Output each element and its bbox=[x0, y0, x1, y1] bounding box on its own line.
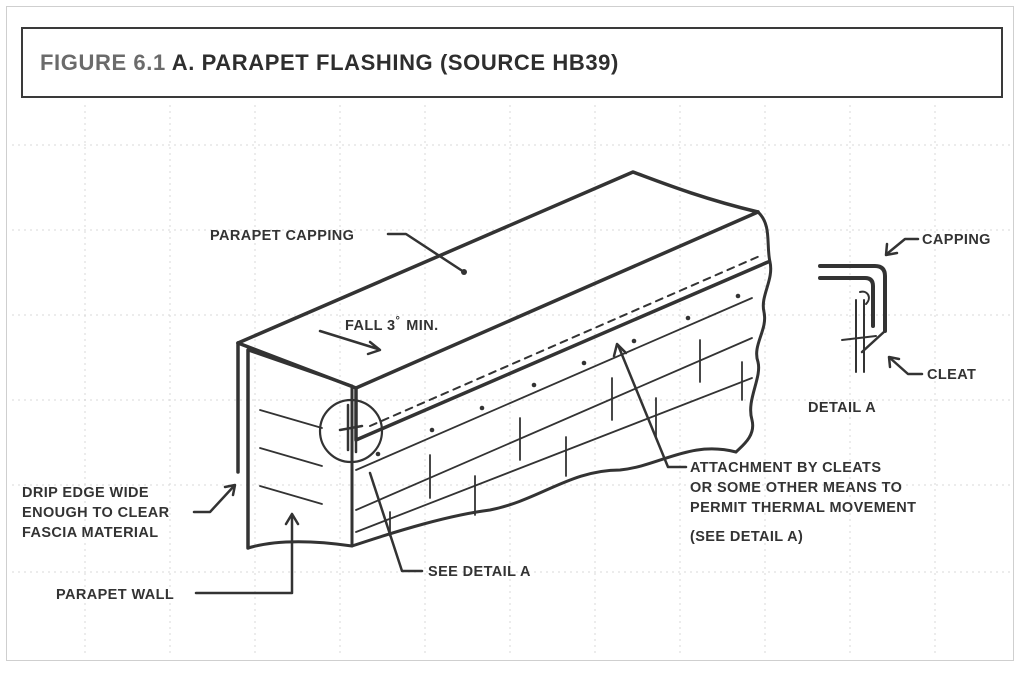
leader-drip-edge bbox=[192, 484, 236, 514]
label-parapet-wall: PARAPET WALL bbox=[56, 587, 174, 603]
label-attachment-line1: ATTACHMENT BY CLEATS bbox=[690, 460, 881, 476]
diagram-labels: PARAPET CAPPING FALL 3° MIN. CAPPING CLEA… bbox=[22, 228, 991, 603]
figure-title: FIGURE 6.1 A. PARAPET FLASHING (SOURCE H… bbox=[40, 50, 619, 76]
leader-parapet-capping bbox=[386, 232, 466, 274]
label-drip-line2: ENOUGH TO CLEAR bbox=[22, 505, 170, 521]
label-fall-min: MIN. bbox=[406, 318, 438, 334]
leader-capping bbox=[886, 237, 920, 255]
label-fall-degree: ° bbox=[395, 315, 400, 327]
label-attachment-line3: PERMIT THERMAL MOVEMENT bbox=[690, 500, 916, 516]
detail-a-callout-cleat bbox=[338, 403, 364, 454]
label-attachment-line2: OR SOME OTHER MEANS TO bbox=[690, 480, 902, 496]
cleat-dots bbox=[375, 293, 741, 457]
leader-fall-arrow bbox=[318, 329, 380, 351]
front-wall-bricks bbox=[355, 297, 753, 537]
label-see-detail-a: SEE DETAIL A bbox=[428, 564, 531, 580]
label-drip-line3: FASCIA MATERIAL bbox=[22, 525, 159, 541]
figure-caption: A. PARAPET FLASHING (SOURCE HB39) bbox=[171, 50, 619, 75]
detail-capping-outline bbox=[818, 264, 887, 333]
leader-see-detail-a bbox=[368, 471, 424, 573]
figure-frame bbox=[6, 6, 1014, 661]
leader-lines bbox=[192, 232, 924, 595]
label-see-detail-paren: (SEE DETAIL A) bbox=[690, 529, 803, 545]
capping-inner-top bbox=[246, 348, 354, 388]
detail-a-callout-circle bbox=[318, 398, 384, 464]
background-grid bbox=[12, 105, 1010, 655]
label-detail-a: DETAIL A bbox=[808, 400, 876, 416]
figure-title-box: FIGURE 6.1 A. PARAPET FLASHING (SOURCE H… bbox=[21, 27, 1003, 98]
wall-bottom-break bbox=[246, 447, 738, 550]
capping-front-face bbox=[354, 260, 770, 442]
leader-parapet-wall bbox=[194, 514, 294, 595]
end-face-bricks bbox=[259, 409, 323, 505]
capping-break-edge bbox=[734, 210, 773, 454]
fall-dashed-line bbox=[369, 254, 763, 427]
leader-cleat bbox=[888, 356, 924, 376]
figure-number: FIGURE 6.1 bbox=[40, 50, 166, 75]
label-parapet-capping: PARAPET CAPPING bbox=[210, 228, 354, 244]
detail-a-drawing bbox=[818, 264, 887, 373]
label-fall-value: FALL 3 bbox=[345, 318, 395, 334]
parapet-drawing bbox=[236, 170, 773, 550]
leader-attachment bbox=[616, 343, 688, 469]
label-fall: FALL 3° MIN. bbox=[345, 315, 439, 334]
detail-cleat-lines bbox=[841, 290, 877, 373]
label-cleat: CLEAT bbox=[927, 367, 976, 383]
detail-capping-inner bbox=[818, 276, 875, 328]
label-capping: CAPPING bbox=[922, 232, 991, 248]
capping-top-surface bbox=[236, 170, 760, 345]
label-drip-line1: DRIP EDGE WIDE bbox=[22, 485, 149, 501]
detail-cleat-fold bbox=[860, 329, 887, 354]
